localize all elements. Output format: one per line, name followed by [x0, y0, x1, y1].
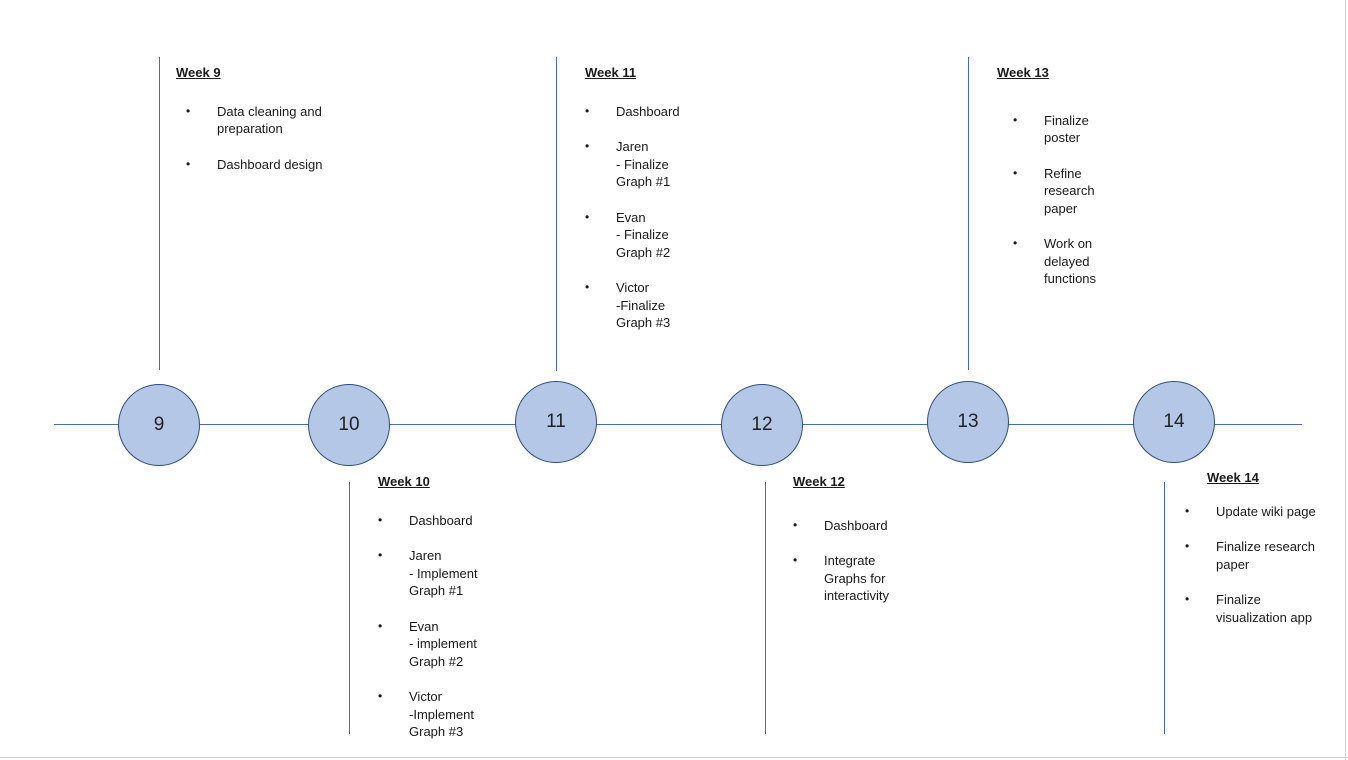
- week-11-title: Week 11: [585, 65, 637, 80]
- task-item: Finalize visualization app: [1185, 591, 1342, 626]
- task-item: Finalize research paper: [1185, 538, 1342, 573]
- week-node-12: 12: [721, 384, 803, 466]
- week-9-card: Week 9 Data cleaning and preparation Das…: [176, 64, 346, 191]
- task-item: Victor -Finalize Graph #3: [585, 279, 735, 332]
- task-item: Refine research paper: [1013, 165, 1147, 218]
- task-item: Update wiki page: [1185, 503, 1342, 521]
- connector-week-11: [556, 57, 557, 371]
- week-13-card: Week 13 Finalize poster Refine research …: [997, 64, 1147, 306]
- connector-week-9: [159, 57, 160, 370]
- task-item: Integrate Graphs for interactivity: [793, 552, 943, 605]
- week-9-title: Week 9: [176, 65, 221, 80]
- week-12-title: Week 12: [793, 474, 845, 489]
- week-14-tasks: Update wiki page Finalize research paper…: [1185, 503, 1342, 627]
- timeline-axis: [54, 424, 1302, 425]
- week-node-10: 10: [308, 384, 390, 466]
- task-item: Jaren - Implement Graph #1: [378, 547, 528, 600]
- week-node-11: 11: [515, 381, 597, 463]
- connector-week-14: [1164, 482, 1165, 734]
- task-item: Evan - Finalize Graph #2: [585, 209, 735, 262]
- page-border-right: [1345, 0, 1346, 760]
- week-14-card: Week 14 Update wiki page Finalize resear…: [1185, 469, 1342, 644]
- task-item: Work on delayed functions: [1013, 235, 1147, 288]
- week-13-tasks: Finalize poster Refine research paper Wo…: [997, 112, 1147, 288]
- task-item: Data cleaning and preparation: [186, 103, 346, 138]
- task-item: Dashboard: [378, 512, 528, 530]
- week-node-9: 9: [118, 384, 200, 466]
- week-10-card: Week 10 Dashboard Jaren - Implement Grap…: [378, 473, 528, 759]
- week-14-title: Week 14: [1207, 470, 1259, 485]
- task-item: Evan - implement Graph #2: [378, 618, 528, 671]
- connector-week-12: [765, 482, 766, 734]
- week-12-card: Week 12 Dashboard Integrate Graphs for i…: [793, 473, 943, 623]
- page-border-bottom: [0, 757, 1348, 758]
- connector-week-13: [968, 57, 969, 370]
- task-item: Dashboard design: [186, 156, 346, 174]
- week-11-card: Week 11 Dashboard Jaren - Finalize Graph…: [585, 64, 735, 350]
- task-item: Dashboard: [585, 103, 735, 121]
- week-13-title: Week 13: [997, 65, 1049, 80]
- week-11-tasks: Dashboard Jaren - Finalize Graph #1 Evan…: [585, 103, 735, 332]
- week-node-14: 14: [1133, 381, 1215, 463]
- week-9-tasks: Data cleaning and preparation Dashboard …: [176, 103, 346, 174]
- week-node-13: 13: [927, 381, 1009, 463]
- task-item: Victor -Implement Graph #3: [378, 688, 528, 741]
- week-10-title: Week 10: [378, 474, 430, 489]
- week-10-tasks: Dashboard Jaren - Implement Graph #1 Eva…: [378, 512, 528, 741]
- task-item: Dashboard: [793, 517, 943, 535]
- week-12-tasks: Dashboard Integrate Graphs for interacti…: [793, 517, 943, 605]
- task-item: Finalize poster: [1013, 112, 1147, 147]
- task-item: Jaren - Finalize Graph #1: [585, 138, 735, 191]
- connector-week-10: [349, 482, 350, 734]
